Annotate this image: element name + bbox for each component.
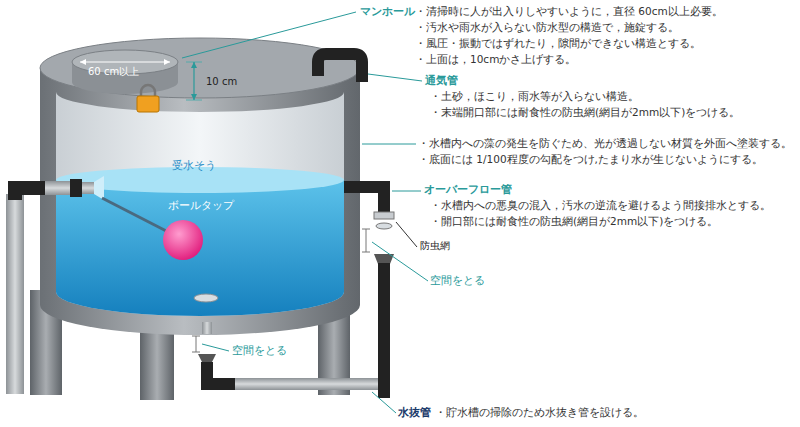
drain-pipe [235,378,378,390]
drain-elbow [207,362,235,384]
overflow-pipe [344,187,384,214]
space-bracket [362,229,370,252]
note-label: ・土砂，ほこり，雨水等が入らない構造。 [430,90,639,103]
tank-region: 受水そうボールタップ [40,40,360,310]
note-label: ・水槽内への悪臭の混入，汚水の逆流を避けるよう間接排水とする。 [430,199,771,212]
leader-line [392,191,421,192]
leader-line [362,144,416,145]
insect-screen [374,212,394,219]
note-label: ・風圧・振動ではずれたり，隙間ができない構造とする。 [415,37,701,50]
note-label: 水抜管 [398,406,431,419]
drain-pipe [378,263,390,398]
note-label: 防虫網 [420,240,450,252]
drain-stub [202,322,212,334]
ball-tap-label: ボールタップ [168,198,234,213]
note-label: 通気管 [425,74,458,87]
note-label: 10 cm [206,76,237,88]
note-label: ・末端開口部には耐食性の防虫網(網目が2mm以下)をつける。 [430,106,740,119]
padlock [137,96,159,112]
tank-label: 受水そう [172,158,216,173]
inlet-pipe [82,182,94,194]
inlet-pipe [6,194,24,394]
note-label: 空間をとる [232,344,287,357]
inlet-pipe [45,181,70,195]
note-label: ・清掃時に人が出入りしやすいように，直径 60cm以上必要。 [415,5,723,18]
insect-screen [376,223,392,229]
note-label: オーバーフロー管 [424,183,512,196]
note-label: ・上面は，10cmかさ上げする。 [415,53,576,66]
note-label: ・底面には 1/100程度の勾配をつけ,たまり水が生じないようにする。 [418,153,763,166]
note-label: ・水槽内への藻の発生を防ぐため、光が透過しない材質を外面へ塗装する。 [418,137,792,150]
note-label: 60 cm以上 [88,66,139,78]
drain-funnel [198,354,216,362]
leader-line [372,392,396,413]
ball-tap-arm [102,198,176,236]
leader-line [372,242,428,281]
vent-pipe [318,54,362,82]
inlet-elbow [15,188,45,200]
tank-body [40,68,360,335]
padlock [141,85,155,97]
note-label: 空間をとる [430,274,485,287]
note-label: ・開口部には耐食性の防虫網(網目が2mm以下)をつける。 [430,215,718,228]
leader-line [396,222,417,247]
dimension-arrow [80,59,170,65]
note-label: マンホール [360,5,415,18]
inlet-coupling [70,179,82,197]
tank-interior [56,92,344,316]
leader-line [202,344,229,351]
dimension-line [80,62,170,63]
space-bracket [192,336,200,352]
note-label: ・貯水槽の掃除のため水抜き管を設ける。 [435,406,644,419]
leader-line [182,12,356,58]
ball-float [163,220,203,260]
leader-line [368,74,422,81]
note-label: ・汚水や雨水が入らない防水型の構造で，施錠する。 [415,21,679,34]
outlet [194,294,218,302]
nozzle [94,176,104,200]
water [56,180,344,316]
dimension-arrow [191,62,197,100]
